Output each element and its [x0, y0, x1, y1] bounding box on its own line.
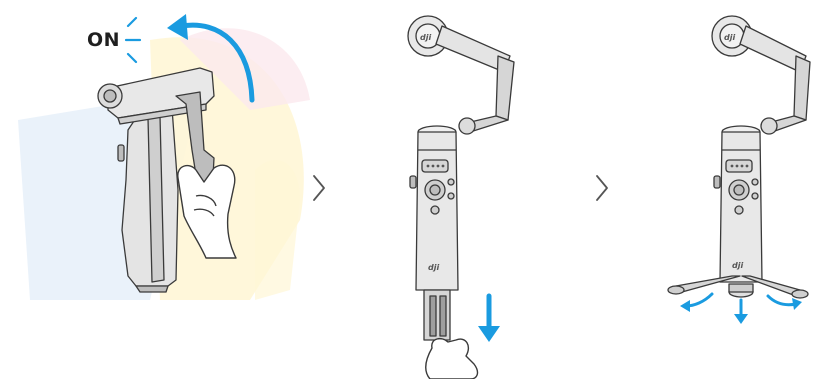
on-label: ON	[87, 29, 120, 51]
gimbal-arm	[739, 25, 811, 135]
phone-mount: dji	[711, 15, 753, 57]
chevron-right-icon	[596, 175, 608, 201]
hand-icon	[177, 164, 237, 259]
curved-arrow-icon	[167, 14, 255, 103]
brand-mark: dji	[732, 261, 743, 270]
tripod-legs	[667, 275, 809, 299]
gimbal-arm	[435, 25, 515, 135]
gimbal-handle: dji	[713, 125, 763, 283]
tripod-legs	[423, 289, 451, 341]
power-sparkle-icon	[124, 16, 142, 64]
step2-extend-tripod: dji dji	[407, 15, 515, 379]
brand-mark: dji	[724, 33, 735, 42]
chevron-right-icon	[313, 175, 325, 201]
step1-unfold-gimbal: ON	[87, 14, 255, 293]
arrow-head-icon	[680, 298, 802, 324]
hand-icon	[425, 337, 479, 379]
phone-mount: dji	[407, 15, 449, 57]
brand-mark: dji	[428, 263, 439, 272]
brand-mark: dji	[420, 33, 431, 42]
step3-spread-legs: dji dji	[667, 15, 811, 324]
gimbal-handle: dji	[409, 125, 459, 291]
arrow-down-icon	[478, 293, 500, 342]
